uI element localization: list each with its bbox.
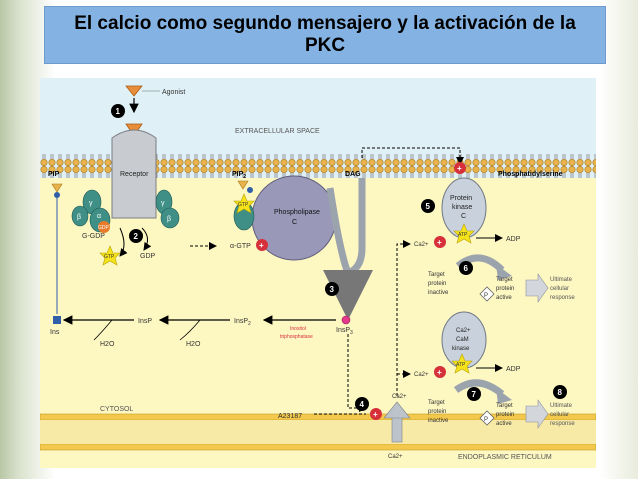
svg-text:7: 7 [472, 390, 477, 399]
phospholipase-label-1: Phospholipase [274, 209, 320, 216]
cam-label-3: kinase [452, 346, 470, 352]
inositol-label-2: triphosphatase [280, 334, 313, 340]
pkc-label-1: Protein [450, 195, 472, 202]
target-active-2-line3: active [496, 421, 512, 427]
extracellular-label: EXTRACELLULAR SPACE [235, 128, 320, 135]
step-badge-8: 8 [553, 385, 567, 399]
svg-text:+: + [259, 241, 264, 250]
target-inactive-2-line3: inactive [428, 418, 449, 424]
step-badge-4: 4 [355, 397, 369, 411]
pkc-label-3: C [461, 213, 466, 220]
h2o-label-2: H2O [186, 341, 201, 348]
ultimate-2-line2: cellular [550, 412, 569, 418]
pip-left-label: PIP [48, 171, 60, 178]
beta-label-2: β [167, 216, 171, 223]
target-active-2-line2: protein [496, 412, 514, 418]
target-inactive-1-line3: inactive [428, 290, 449, 296]
gamma-label-2: γ [161, 200, 165, 207]
ca-pkc-label: Ca2+ [414, 242, 429, 248]
svg-text:2: 2 [134, 232, 139, 241]
svg-text:+: + [457, 164, 462, 173]
phosphatidylserine-label: Phosphatidylserine [498, 171, 563, 178]
target-active-1-line1: Target [496, 277, 513, 283]
pip-headgroup [54, 192, 60, 198]
pi-label-2: P [484, 417, 488, 423]
alpha-gtp-label: α-GTP [230, 243, 251, 250]
gdp-ball-label: GDP [98, 225, 110, 231]
ultimate-1-line1: Ultimate [550, 277, 573, 283]
step-badge-7: 7 [467, 387, 481, 401]
agonist-label: Agonist [162, 89, 185, 96]
pip2-headgroup [247, 187, 253, 193]
h2o-label-1: H2O [100, 341, 115, 348]
ultimate-1-line3: response [550, 295, 575, 301]
slide-title: El calcio como segundo mensajero y la ac… [55, 13, 595, 57]
phospholipase-label-2: C [292, 219, 297, 226]
calcium-pkc-diagram: EXTRACELLULAR SPACE CYTOSOL ENDOPLASMIC … [40, 78, 596, 468]
ultimate-1-line2: cellular [550, 286, 569, 292]
target-inactive-1-line1: Target [428, 272, 445, 278]
gtp-star-plc-label: GTP [238, 202, 249, 208]
a23187-label: A23187 [278, 413, 302, 420]
ultimate-2-line3: response [550, 421, 575, 427]
target-inactive-2-line1: Target [428, 400, 445, 406]
step-badge-5: 5 [421, 199, 435, 213]
svg-text:1: 1 [116, 107, 121, 116]
svg-text:+: + [373, 410, 378, 419]
ins-marker [53, 316, 61, 324]
step-badge-1: 1 [111, 104, 125, 118]
svg-text:+: + [437, 238, 442, 247]
gamma-label: γ [89, 200, 93, 207]
atp-cam-label: ATP [456, 362, 466, 368]
svg-text:8: 8 [558, 388, 563, 397]
er-membrane-bottom [40, 444, 596, 450]
step-badge-3: 3 [325, 282, 339, 296]
alpha-label: α [97, 213, 101, 220]
inositol-label-1: Inositol [290, 326, 306, 332]
ca-release-arrow-shaft [392, 416, 402, 442]
ins-label: Ins [50, 329, 60, 336]
cam-label-2: CaM [456, 337, 469, 343]
target-active-1-line3: active [496, 295, 512, 301]
g-gdp-label: G-GDP [82, 233, 105, 240]
cam-label-1: Ca2+ [456, 328, 471, 334]
er-label: ENDOPLASMIC RETICULUM [458, 454, 552, 461]
adp-cam-label: ADP [506, 366, 521, 373]
svg-text:4: 4 [360, 400, 365, 409]
ca-er-label: Ca2+ [388, 454, 403, 460]
target-active-2-line1: Target [496, 403, 513, 409]
er-lumen [40, 420, 596, 444]
receptor-label: Receptor [120, 171, 149, 178]
svg-text:+: + [437, 368, 442, 377]
ca-cam-label: Ca2+ [414, 372, 429, 378]
cytosol-label: CYTOSOL [100, 406, 133, 413]
step-badge-6: 6 [459, 261, 473, 275]
svg-text:5: 5 [426, 202, 431, 211]
gtp-star-left-label: GTP [104, 254, 115, 260]
pkc-label-2: kinase [452, 204, 472, 211]
receptor: Receptor [112, 130, 156, 218]
svg-text:6: 6 [464, 264, 469, 273]
ca-out-label: Ca2+ [392, 394, 407, 400]
adp-pkc-label: ADP [506, 236, 521, 243]
ultimate-2-line1: Ultimate [550, 403, 573, 409]
svg-text:3: 3 [330, 285, 335, 294]
pi-label-1: P [484, 293, 488, 299]
target-inactive-2-line2: protein [428, 409, 446, 415]
insp-label: InsP [138, 318, 152, 325]
dag-label: DAG [345, 171, 361, 178]
insp3-molecule [342, 316, 350, 324]
target-active-1-line2: protein [496, 286, 514, 292]
gdp-label: GDP [140, 253, 156, 260]
title-bar: El calcio como segundo mensajero y la ac… [44, 6, 606, 64]
beta-label: β [77, 214, 81, 221]
step-badge-2: 2 [129, 229, 143, 243]
target-inactive-1-line2: protein [428, 281, 446, 287]
atp-pkc-label: ATP [458, 232, 468, 238]
